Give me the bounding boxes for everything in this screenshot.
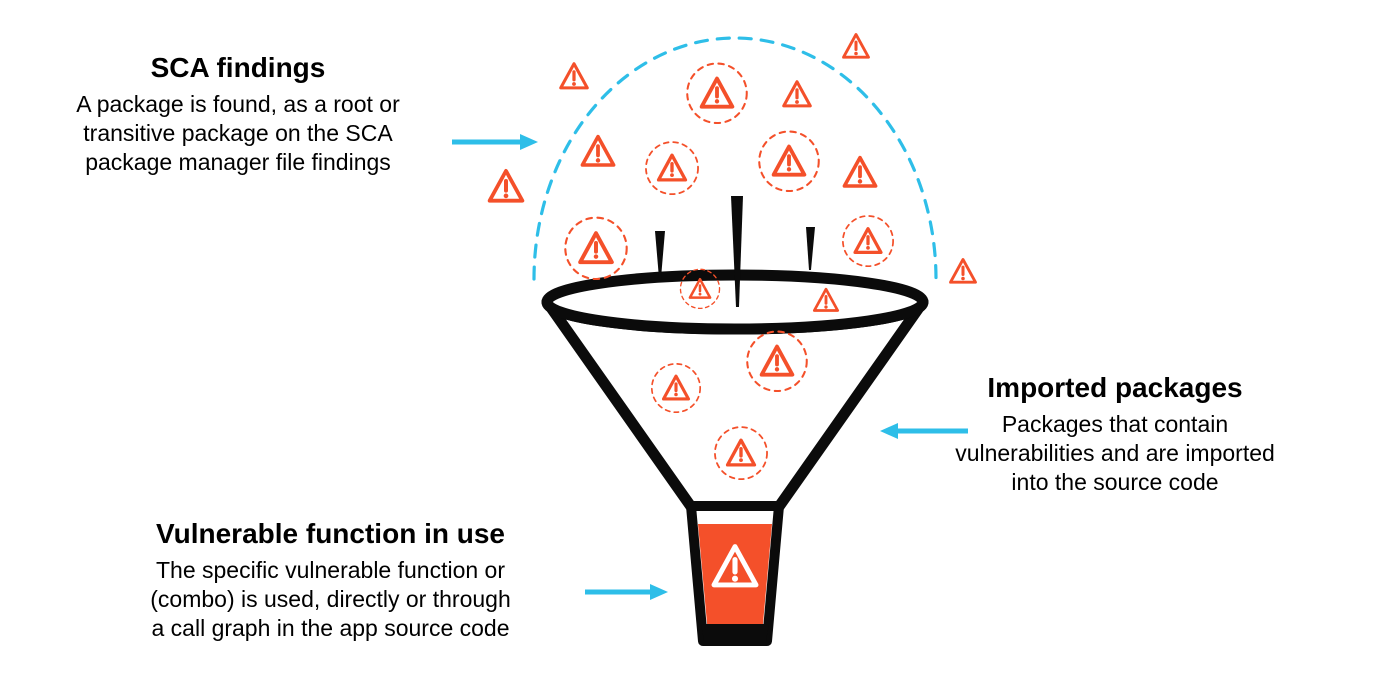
sca-findings-annotation: SCA findings A package is found, as a ro… bbox=[38, 52, 438, 177]
warning-triangle-icon bbox=[841, 214, 895, 267]
falling-drops-icon bbox=[655, 196, 815, 307]
warning-triangle-icon bbox=[644, 140, 700, 195]
imported-packages-title: Imported packages bbox=[987, 372, 1243, 403]
warning-triangle-icon bbox=[842, 155, 878, 188]
warning-triangle-icon bbox=[782, 80, 812, 108]
vulnerable-function-title: Vulnerable function in use bbox=[155, 518, 505, 549]
annotation-arrows bbox=[452, 134, 968, 600]
sca-findings-title: SCA findings bbox=[150, 52, 326, 83]
warning-triangle-icon bbox=[563, 215, 629, 280]
warning-triangle-icon bbox=[949, 257, 977, 284]
imported-packages-description-line: vulnerabilities and are imported bbox=[955, 440, 1275, 466]
vulnerable-function-annotation: Vulnerable function in use The specific … bbox=[118, 518, 543, 643]
imported-packages-description-line: into the source code bbox=[1011, 469, 1219, 495]
sca-findings-description-line: transitive package on the SCA bbox=[83, 120, 393, 146]
sca-arrow-icon bbox=[452, 134, 538, 150]
vulnerable-function-description-line: The specific vulnerable function or bbox=[155, 557, 506, 583]
sca-findings-description-line: A package is found, as a root or bbox=[76, 91, 400, 117]
drop-icon bbox=[731, 196, 743, 307]
sca-findings-description-line: package manager file findings bbox=[85, 149, 391, 175]
warning-triangle-icon bbox=[842, 32, 870, 59]
imported-packages-annotation: Imported packages Packages that contain … bbox=[952, 372, 1278, 497]
vulnerable-function-description-line: a call graph in the app source code bbox=[151, 615, 510, 641]
warning-triangle-icon bbox=[559, 62, 589, 90]
imported-packages-description-line: Packages that contain bbox=[1001, 411, 1229, 437]
imported-packages-arrow-icon bbox=[880, 423, 968, 439]
warning-triangle-icon bbox=[685, 61, 749, 124]
vulnerable-function-arrow-icon bbox=[585, 584, 668, 600]
drop-icon bbox=[806, 227, 815, 270]
warning-triangle-icon bbox=[487, 168, 525, 203]
drop-icon bbox=[655, 231, 665, 278]
dome-dashed-arc-icon bbox=[532, 36, 938, 281]
warning-triangle-icon bbox=[580, 134, 616, 167]
warning-triangle-icon bbox=[757, 129, 821, 192]
vulnerable-function-description-line: (combo) is used, directly or through bbox=[150, 586, 511, 612]
funnel-spout-bottom-band bbox=[701, 624, 769, 641]
